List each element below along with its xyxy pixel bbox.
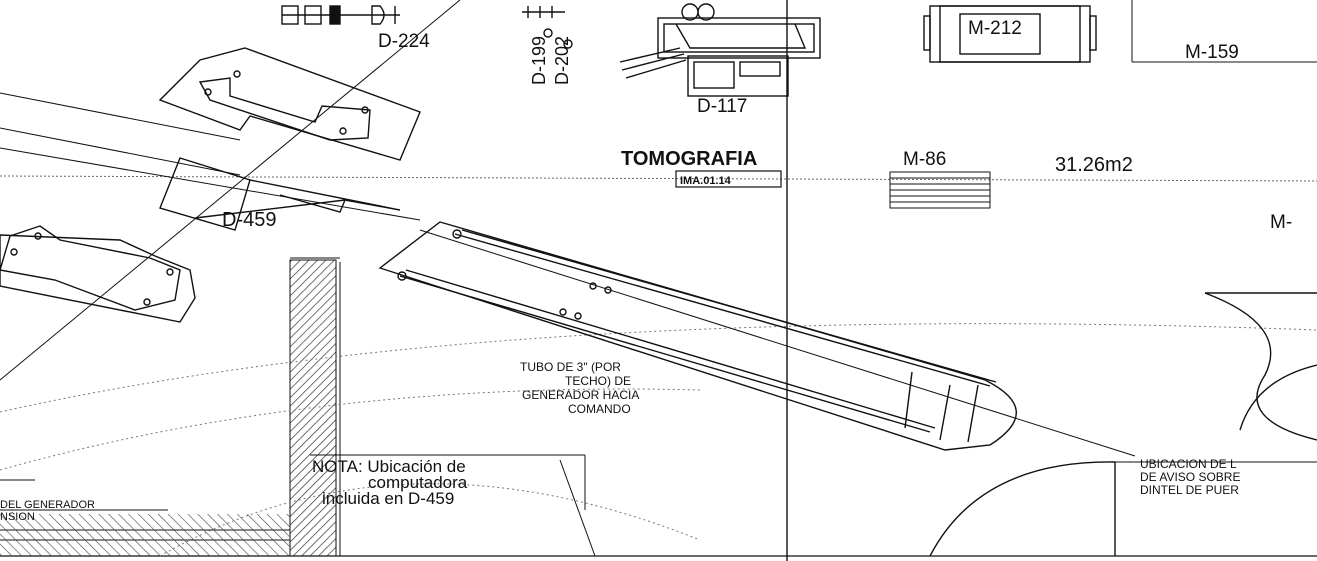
note-nota-line1: NOTA: Ubicación de — [312, 457, 466, 476]
cable-tray — [378, 221, 1017, 451]
room-area: 31.26m2 — [1055, 154, 1133, 176]
hatched-wall-base — [0, 514, 290, 556]
label-d117: D-117 — [697, 96, 747, 117]
note-tubo-line3: GENERADOR HACIA — [522, 388, 639, 402]
note-ubic-line3: DINTEL DE PUER — [1140, 483, 1239, 497]
note-ubic-line2: DE AVISO SOBRE — [1140, 470, 1240, 484]
room-code-box — [675, 170, 782, 188]
note-generador-line1: DEL GENERADOR — [0, 499, 95, 511]
equipment-d224 — [281, 5, 400, 25]
equipment-m212 — [923, 5, 1097, 63]
label-m212: M-212 — [968, 18, 1022, 39]
note-tubo-line1: TUBO DE 3" (POR — [520, 360, 621, 374]
dashed-arcs — [0, 323, 1317, 557]
room-code: IMA.01.14 — [680, 175, 732, 187]
note-tubo-line2: TECHO) DE — [565, 374, 631, 388]
equipment-d199-d202 — [522, 6, 573, 49]
note-generador-line2: NSION — [0, 511, 35, 523]
label-d459: D-459 — [222, 209, 276, 231]
room-name: TOMOGRAFIA — [621, 148, 757, 170]
label-m159: M-159 — [1185, 42, 1239, 63]
label-m86: M-86 — [903, 149, 946, 170]
note-ubic-line1: UBICACION DE L — [1140, 457, 1237, 471]
equipment-d459-upper — [158, 47, 421, 231]
equipment-m86 — [889, 171, 991, 209]
label-d199: D-199 — [529, 36, 549, 85]
note-nota-line3: incluida en D-459 — [322, 489, 454, 508]
label-d224: D-224 — [378, 31, 430, 52]
equipment-d117 — [619, 3, 821, 97]
equipment-lower-left — [0, 199, 346, 323]
note-outlines — [0, 454, 586, 511]
door-swings — [929, 292, 1317, 557]
note-tubo-line4: COMANDO — [568, 402, 631, 416]
note-nota-line2: computadora — [368, 473, 468, 492]
label-d202: D-202 — [552, 36, 572, 85]
label-m-cut: M- — [1270, 212, 1292, 233]
hatched-wall-column — [289, 259, 337, 557]
